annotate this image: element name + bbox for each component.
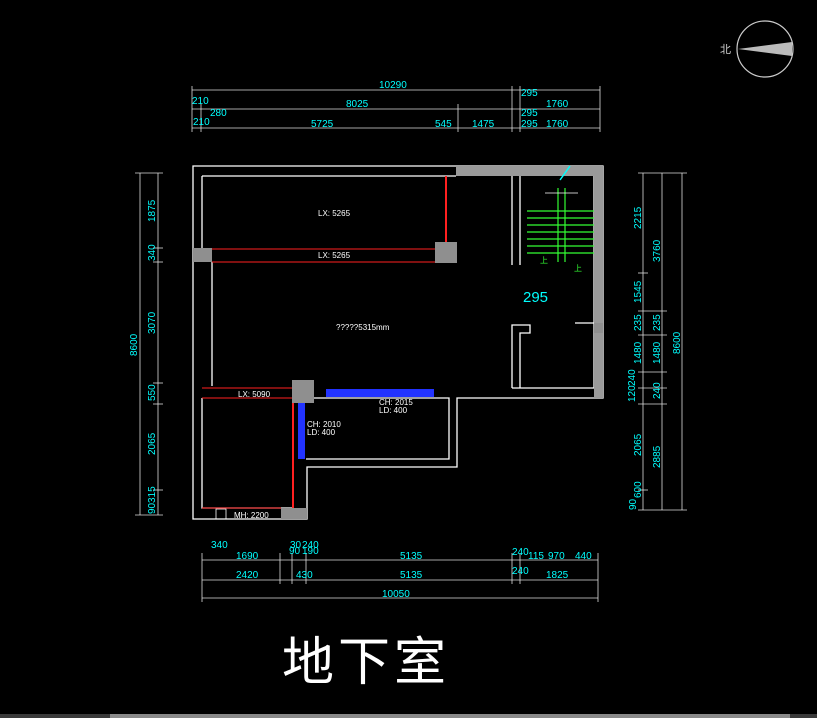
right-wall-band	[594, 176, 603, 398]
dim-top-1760-a: 1760	[546, 99, 569, 110]
dim-bottom-1825: 1825	[546, 570, 569, 581]
dim-right-120: 120	[627, 385, 638, 402]
beam-blue-vertical	[298, 403, 305, 459]
dim-right-240-b: 240	[652, 382, 663, 399]
dim-bottom-2420: 2420	[236, 570, 259, 581]
label-lx-left: LX: 5090	[238, 390, 271, 399]
dim-left-3070: 3070	[147, 311, 158, 334]
dim-bottom-30: 30	[290, 540, 302, 551]
dim-right-1480-a: 1480	[633, 341, 644, 364]
dim-bottom-5135-a: 5135	[400, 551, 423, 562]
dim-bottom-440: 440	[575, 551, 592, 562]
label-center-room: ?????5315mm	[336, 323, 390, 332]
dim-right-2215: 2215	[633, 206, 644, 229]
inner-wall-right	[512, 176, 595, 389]
top-wall-band	[456, 166, 603, 176]
dim-top-295-a: 295	[521, 88, 538, 99]
dim-top-8025: 8025	[346, 99, 369, 110]
column-left-upper	[193, 248, 212, 262]
dim-bottom-5135-b: 5135	[400, 570, 423, 581]
inner-wall-lower-room	[306, 397, 450, 460]
small-room-wall	[511, 322, 594, 388]
dim-top-10290: 10290	[379, 80, 407, 91]
drawing-title: 地下室	[282, 633, 451, 693]
label-ch-right: CH: 2015	[379, 398, 413, 407]
dim-top-280: 280	[210, 108, 227, 119]
right-dimensions: 2215 1545 235 1480 240 120 2065 600 90 3…	[627, 172, 687, 511]
dim-top-545: 545	[435, 119, 452, 130]
beam-red-vertical-left	[292, 403, 294, 508]
horizontal-scrollbar[interactable]	[0, 714, 817, 718]
label-ld-right: LD: 400	[379, 406, 408, 415]
dim-bottom-340: 340	[211, 540, 228, 551]
compass-circle	[736, 20, 794, 78]
dim-right-235-b: 235	[652, 314, 663, 331]
dim-right-235-a: 235	[633, 314, 644, 331]
dim-bottom-240-c: 240	[512, 566, 529, 577]
outer-wall	[192, 165, 604, 520]
dim-top-210-b: 210	[193, 117, 210, 128]
beam-red-top	[445, 176, 447, 242]
mh-label-box	[215, 508, 227, 520]
dim-left-340: 340	[147, 244, 158, 261]
label-lx-mid: LX: 5265	[318, 251, 351, 260]
dim-right-2065: 2065	[633, 433, 644, 456]
dim-top-210-a: 210	[192, 96, 209, 107]
columns	[193, 242, 603, 519]
dim-right-1545: 1545	[633, 280, 644, 303]
staircase	[527, 165, 594, 262]
dim-left-315: 315	[147, 486, 158, 503]
label-mh: MH: 2200	[234, 511, 269, 520]
north-compass: 北	[720, 20, 794, 78]
compass-north-label: 北	[720, 43, 731, 56]
dim-left-1875: 1875	[147, 199, 158, 222]
stair-up-label-a: 上	[540, 256, 548, 265]
dim-right-240-a: 240	[627, 369, 638, 386]
stair-step-dim: 295	[523, 289, 548, 306]
top-dimensions: 10290 295 210 8025 1760 280 295 210 5725…	[191, 80, 601, 132]
dim-right-90: 90	[628, 498, 639, 510]
bottom-dimensions: 340 30 240 1690 90 190 5135 240 115 970 …	[201, 540, 599, 602]
dim-right-3760: 3760	[652, 239, 663, 262]
dim-bottom-240-a: 240	[302, 540, 319, 551]
dim-left-90: 90	[147, 502, 158, 514]
dim-top-1475: 1475	[472, 119, 495, 130]
dim-top-295-c: 295	[521, 119, 538, 130]
beams	[202, 176, 447, 509]
inner-wall-left-bottom	[201, 398, 292, 509]
label-ch-left: CH: 2010	[307, 420, 341, 429]
column-top-middle	[435, 242, 457, 263]
dim-bottom-115: 115	[528, 551, 544, 562]
dim-left-2065: 2065	[147, 432, 158, 455]
dim-bottom-1690: 1690	[236, 551, 259, 562]
dim-right-1480-b: 1480	[652, 341, 663, 364]
column-small-room	[594, 323, 603, 333]
column-bottom-left	[281, 508, 307, 519]
column-center	[292, 380, 314, 403]
dim-bottom-10050: 10050	[382, 589, 410, 600]
dim-top-5725: 5725	[311, 119, 334, 130]
dim-right-600: 600	[633, 481, 644, 498]
stair-wall	[511, 176, 521, 265]
beam-blue-horizontal	[326, 389, 434, 397]
dim-left-8600: 8600	[129, 333, 140, 356]
compass-needle	[738, 42, 792, 56]
dim-bottom-970: 970	[548, 551, 565, 562]
scrollbar-thumb[interactable]	[110, 714, 790, 718]
stair-up-label-b: 上	[574, 264, 582, 273]
dim-bottom-240-b: 240	[512, 547, 529, 558]
dim-right-2885: 2885	[652, 445, 663, 468]
dim-top-295-b: 295	[521, 108, 538, 119]
dim-left-550: 550	[147, 384, 158, 401]
dim-right-8600: 8600	[672, 331, 683, 354]
left-dimensions: 8600 1875 340 3070 550 2065 315 90	[129, 172, 163, 516]
dim-bottom-430: 430	[296, 570, 313, 581]
walls	[192, 165, 604, 520]
dim-bottom-190: 190	[302, 546, 319, 557]
dim-top-1760-b: 1760	[546, 119, 569, 130]
label-lx-top: LX: 5265	[318, 209, 351, 218]
label-ld-left: LD: 400	[307, 428, 336, 437]
dim-bottom-90: 90	[289, 546, 301, 557]
